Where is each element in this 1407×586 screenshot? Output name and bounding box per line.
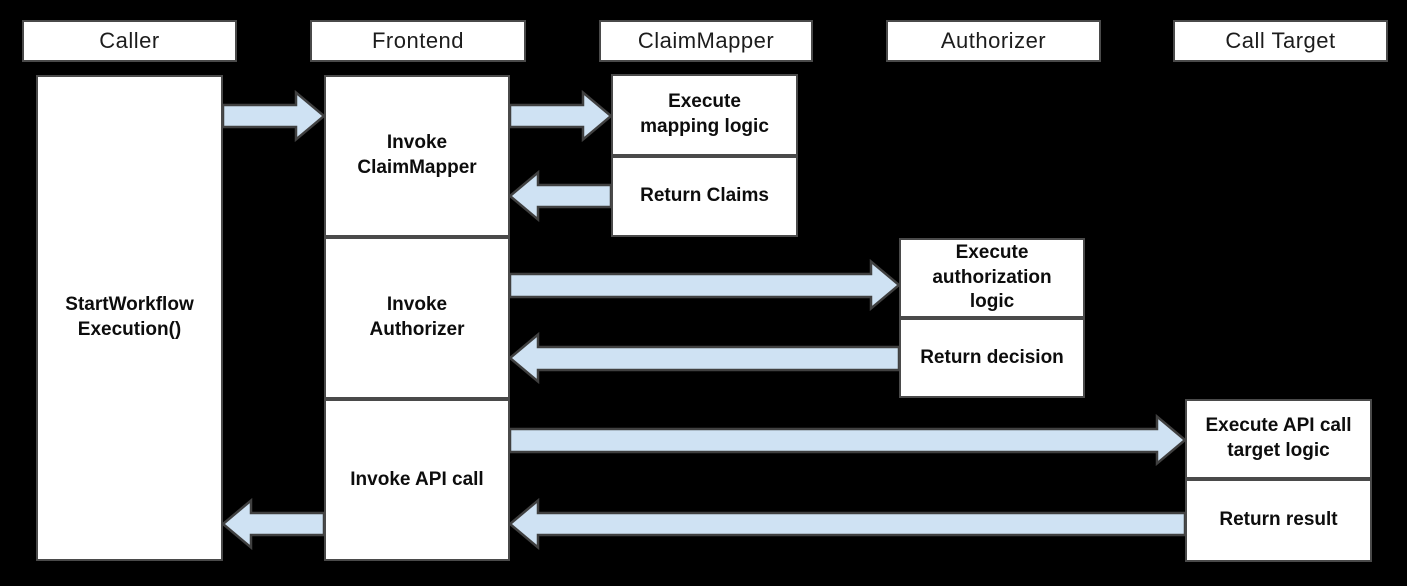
box-execute-mapping-logic: Execute mapping logic	[611, 74, 798, 156]
arrow-frontend-to-caller	[221, 497, 326, 551]
lane-header-authorizer: Authorizer	[886, 20, 1101, 62]
lane-header-claimmapper: ClaimMapper	[599, 20, 813, 62]
box-return-result-label: Return result	[1219, 509, 1338, 531]
box-execute-api-call-target-logic: Execute API call target logic	[1185, 399, 1372, 479]
box-execute-authorization-logic-label: Execute authorization logic	[932, 241, 1052, 313]
box-invoke-claimmapper: Invoke ClaimMapper	[324, 75, 510, 237]
arrow-claimmapper-to-frontend	[508, 169, 613, 223]
box-execute-mapping-logic-label: Execute mapping logic	[640, 91, 769, 137]
arrow-calltarget-to-frontend	[508, 497, 1187, 551]
lane-header-claimmapper-label: ClaimMapper	[637, 28, 775, 53]
lane-header-authorizer-label: Authorizer	[940, 28, 1047, 53]
box-return-decision: Return decision	[899, 318, 1085, 398]
arrow-frontend-to-claimmapper	[508, 89, 613, 143]
arrow-frontend-to-authorizer	[508, 258, 901, 312]
lane-header-call-target-label: Call Target	[1225, 28, 1336, 53]
box-return-claims: Return Claims	[611, 156, 798, 237]
lane-header-call-target: Call Target	[1173, 20, 1388, 62]
arrow-authorizer-to-frontend	[508, 331, 901, 385]
arrow-caller-to-frontend	[221, 89, 326, 143]
lane-header-caller: Caller	[22, 20, 237, 62]
box-return-result: Return result	[1185, 479, 1372, 562]
box-invoke-authorizer-label: Invoke Authorizer	[369, 294, 465, 340]
box-invoke-claimmapper-label: Invoke ClaimMapper	[357, 132, 477, 178]
box-return-claims-label: Return Claims	[640, 185, 769, 207]
box-invoke-authorizer: Invoke Authorizer	[324, 237, 510, 399]
lane-header-frontend: Frontend	[310, 20, 526, 62]
arrow-frontend-to-calltarget	[508, 413, 1187, 467]
lane-header-caller-label: Caller	[99, 28, 160, 53]
box-execute-api-call-target-logic-label: Execute API call target logic	[1205, 415, 1352, 461]
lane-header-frontend-label: Frontend	[371, 28, 465, 53]
box-execute-authorization-logic: Execute authorization logic	[899, 238, 1085, 318]
box-invoke-api-call: Invoke API call	[324, 399, 510, 561]
box-startworkflowexecution: StartWorkflow Execution()	[36, 75, 223, 561]
box-startworkflowexecution-label: StartWorkflow Execution()	[65, 294, 194, 340]
box-return-decision-label: Return decision	[920, 346, 1064, 368]
box-invoke-api-call-label: Invoke API call	[350, 468, 484, 490]
